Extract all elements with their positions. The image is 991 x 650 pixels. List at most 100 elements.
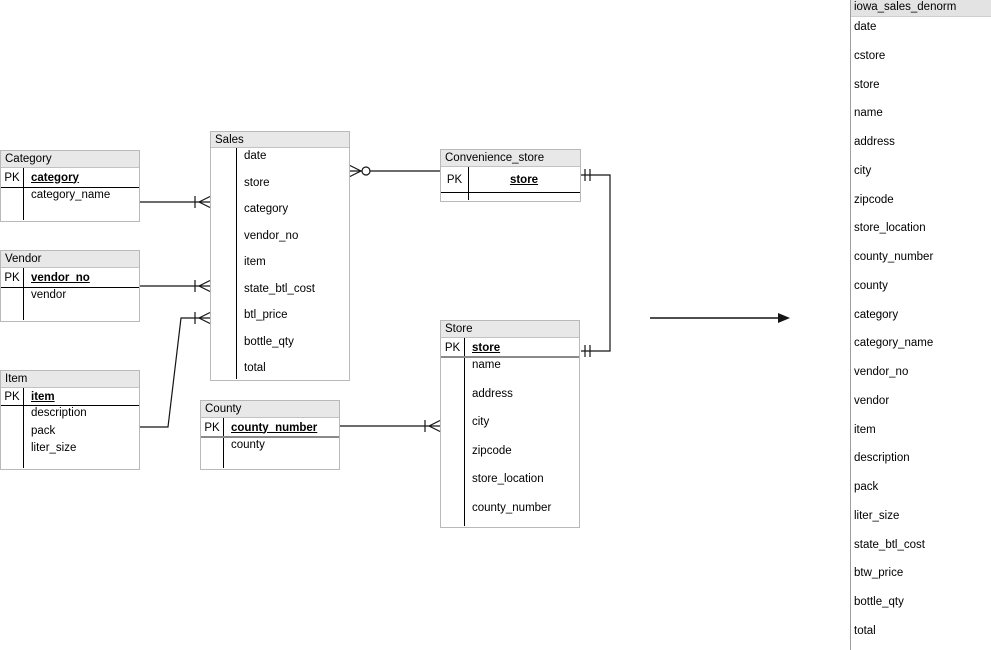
denorm-field-store: store (854, 78, 880, 91)
pk-field-county_number: county_number (231, 421, 318, 434)
entity-title: Store (441, 321, 579, 338)
rel-convenience_store-store (581, 174, 611, 352)
field-county: county (231, 439, 265, 451)
field-total: total (244, 362, 266, 374)
denorm-field-liter_size: liter_size (854, 509, 900, 522)
denorm-field-name: name (854, 107, 883, 120)
field-category: category (244, 203, 289, 215)
entity-body: PK item description pack liter_size (1, 388, 139, 468)
pk-column-separator (223, 418, 224, 468)
pk-divider (1, 287, 139, 288)
field-address: address (472, 387, 513, 400)
field-county_number: county_number (472, 501, 552, 514)
pk-label: PK (444, 341, 461, 354)
field-date: date (244, 150, 267, 162)
field-item: item (244, 256, 266, 268)
denorm-field-vendor_no: vendor_no (854, 366, 909, 378)
field-category_name: category_name (31, 189, 111, 201)
entity-iowa-sales-denorm[interactable]: iowa_sales_denorm date cstore store name add… (850, 0, 991, 650)
pk-column-separator (23, 168, 24, 220)
denorm-field-store_location: store_location (854, 222, 926, 235)
pk-field-item: item (31, 390, 55, 403)
denorm-field-category: category (854, 308, 899, 321)
pk-field-store: store (509, 173, 539, 186)
pk-divider (1, 187, 139, 188)
field-city: city (472, 416, 490, 429)
field-store: store (244, 176, 270, 189)
denorm-field-cstore: cstore (854, 49, 886, 62)
pk-divider (441, 192, 580, 193)
field-zipcode: zipcode (472, 444, 512, 457)
field-vendor_no: vendor_no (244, 229, 299, 242)
field-vendor: vendor (31, 289, 67, 301)
entity-title: Sales (211, 132, 349, 148)
flow-arrowhead (778, 313, 790, 323)
denorm-field-county: county (854, 279, 888, 292)
denorm-field-list: date cstore store name address city zipcode sto… (851, 17, 991, 650)
pk-row: PK store (441, 167, 580, 192)
pk-field-category: category (31, 171, 79, 184)
rel-item-sales-foot (198, 311, 211, 325)
pk-column-separator (236, 148, 237, 379)
field-state_btl_cost: state_btl_cost (244, 282, 315, 295)
denorm-field-vendor: vendor (854, 394, 890, 407)
entity-title: Convenience_store (441, 150, 580, 167)
denorm-field-pack: pack (854, 481, 879, 493)
rel-convenience_store-sales-circle (361, 166, 371, 176)
rel-convenience_store-store-top-double-tick (584, 169, 591, 181)
denorm-field-bottle_qty: bottle_qty (854, 596, 904, 608)
denorm-field-zipcode: zipcode (854, 193, 894, 206)
pk-column-separator (23, 388, 24, 468)
entity-title: Vendor (1, 251, 139, 268)
field-name: name (472, 359, 501, 371)
denorm-field-total: total (854, 624, 876, 637)
denorm-field-item: item (854, 423, 876, 436)
denorm-field-city: city (854, 164, 872, 177)
denorm-title: iowa_sales_denorm (851, 0, 991, 17)
rel-county-store-foot (428, 419, 441, 433)
pk-label: PK (4, 271, 20, 284)
pk-column-separator (464, 338, 465, 526)
denorm-field-description: description (854, 452, 910, 465)
rel-category-sales-foot (198, 195, 211, 209)
field-pack: pack (31, 424, 56, 437)
pk-field-vendor_no: vendor_no (31, 271, 90, 284)
pk-label: PK (4, 390, 20, 403)
denorm-field-state_btl_cost: state_btl_cost (854, 538, 925, 551)
pk-divider (1, 405, 139, 406)
denorm-field-date: date (854, 21, 877, 33)
entity-body: PK store (441, 167, 580, 200)
denorm-field-county_number: county_number (854, 251, 934, 263)
pk-label: PK (446, 173, 463, 186)
denorm-field-category_name: category_name (854, 337, 934, 350)
rel-vendor-sales-foot (198, 279, 211, 293)
field-description: description (31, 407, 87, 419)
entity-title: Item (1, 371, 139, 388)
pk-column-separator (468, 167, 469, 200)
pk-row: PK item (1, 388, 139, 405)
denorm-field-address: address (854, 136, 895, 148)
field-btl_price: btl_price (244, 309, 288, 321)
pk-divider (441, 356, 579, 358)
pk-row: PK county_number (201, 418, 339, 437)
field-liter_size: liter_size (31, 442, 77, 454)
pk-label: PK (204, 421, 220, 434)
pk-column-separator (23, 268, 24, 320)
pk-divider (201, 436, 339, 438)
pk-row: PK vendor_no (1, 268, 139, 287)
entity-title: County (201, 401, 339, 418)
